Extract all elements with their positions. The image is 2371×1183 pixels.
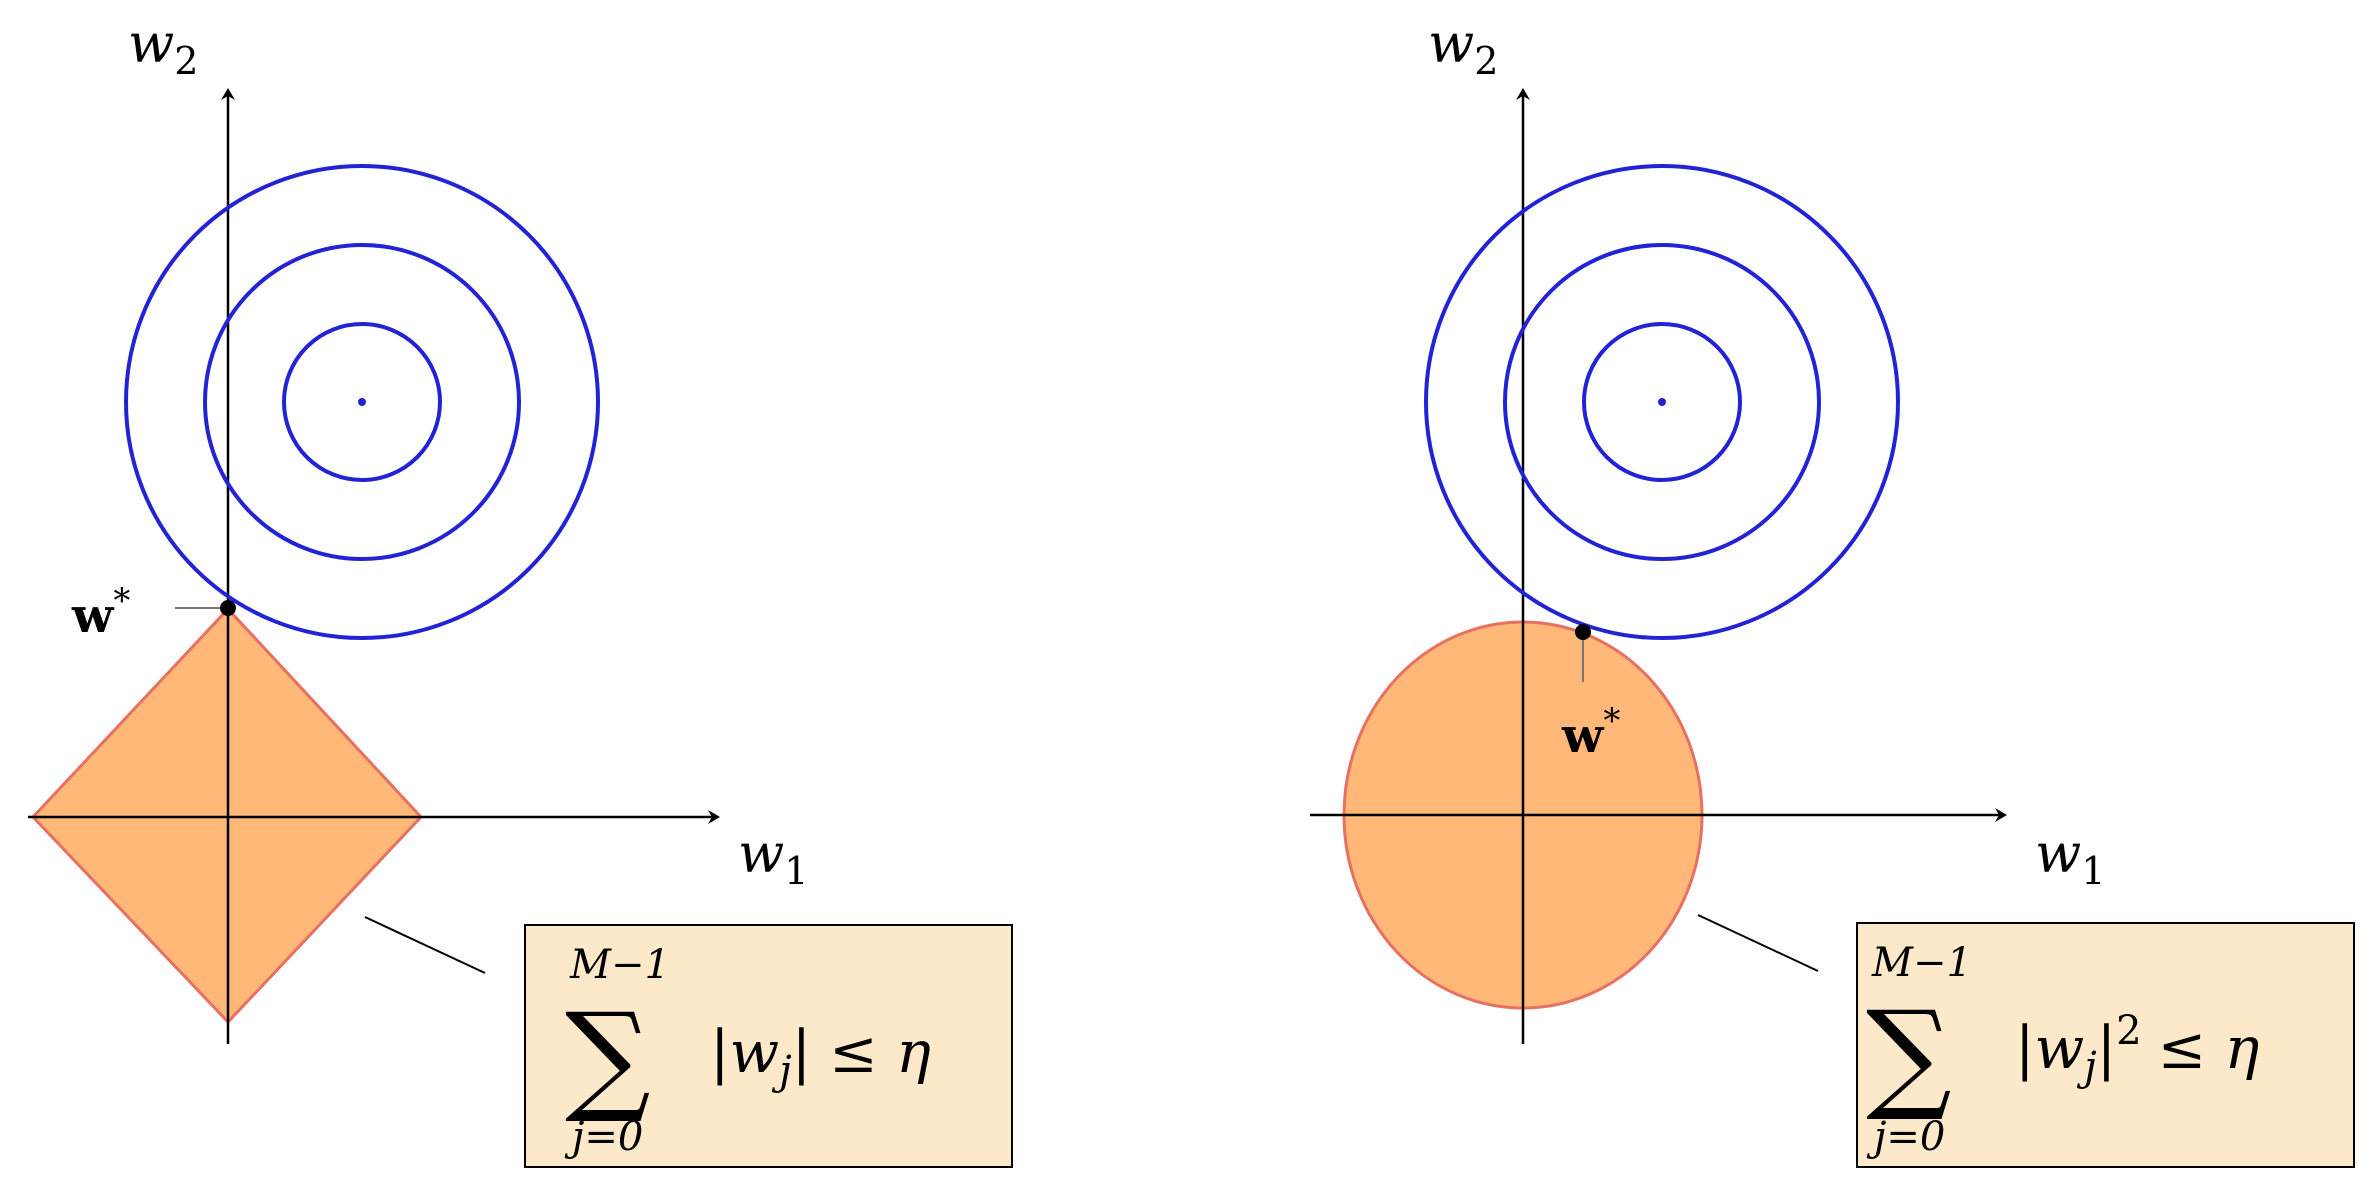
left-contour-outer: [124, 164, 600, 640]
left-panel: w2 w1 w* M−1 ∑ j=0 |wj|≤ η: [28, 12, 1013, 1168]
left-solution-label: w*: [71, 581, 130, 644]
right-y-axis-label: w2: [1428, 12, 1498, 83]
left-x-axis-label: w1: [738, 822, 808, 893]
left-contour-middle: [203, 243, 521, 561]
left-sum-lower: j=0: [564, 1114, 643, 1160]
left-y-axis-label: w2: [128, 12, 198, 83]
right-solution-label: w*: [1561, 701, 1620, 764]
left-leader-line: [364, 916, 486, 974]
right-solution-point: [1575, 624, 1591, 640]
left-solution-point: [220, 600, 236, 616]
right-contour-inner: [1582, 322, 1742, 482]
right-panel: w2 w1 w* M−1 ∑ j=0 |wj|2≤ η: [1310, 12, 2355, 1168]
right-constraint-term: |wj|2≤ η: [2015, 1008, 2260, 1090]
right-contour-middle: [1503, 243, 1821, 561]
right-x-axis-label: w1: [2035, 822, 2105, 893]
left-sum-upper: M−1: [569, 942, 670, 988]
right-sum-symbol: ∑: [1866, 986, 1952, 1125]
right-sum-lower: j=0: [1866, 1114, 1945, 1160]
right-leader-line: [1697, 914, 1819, 972]
right-sum-upper: M−1: [1871, 940, 1972, 986]
left-contour-inner: [282, 322, 442, 482]
left-constraint-box: [524, 924, 1013, 1168]
right-constraint-box: [1856, 922, 2355, 1168]
left-constraint-term: |wj|≤ η: [710, 1018, 931, 1094]
right-contour-outer: [1424, 164, 1900, 640]
left-contour-center-dot: [358, 398, 366, 406]
left-sum-symbol: ∑: [565, 988, 651, 1127]
right-contour-center-dot: [1658, 398, 1666, 406]
